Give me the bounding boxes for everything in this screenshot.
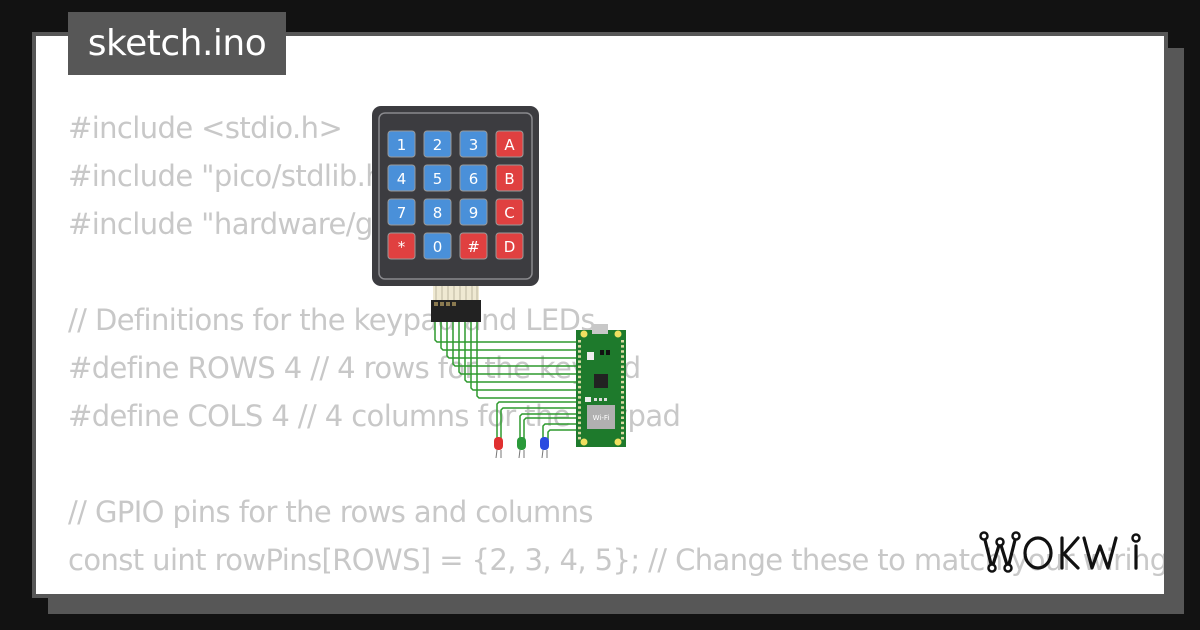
keypad-key — [459, 198, 488, 226]
code-line: #include "pico/stdlib.h" — [68, 159, 396, 193]
svg-text:Wi-Fi: Wi-Fi — [593, 414, 610, 422]
keypad-key — [423, 130, 452, 158]
led-green — [517, 437, 526, 459]
keypad-key — [495, 164, 524, 192]
keypad-key-label: # — [467, 238, 480, 256]
keypad-key-label: 7 — [397, 204, 407, 222]
keypad-connector — [431, 286, 481, 322]
circuit-diagram: 1 2 3 A 4 5 6 B 7 8 9 C * 0 # D — [372, 106, 626, 459]
keypad-key-label: 9 — [469, 204, 479, 222]
preview-card: #include <stdio.h> #include "pico/stdlib.… — [32, 32, 1168, 598]
keypad-key — [423, 198, 452, 226]
code-line: #define COLS 4 // 4 columns for the keyp… — [68, 399, 681, 433]
keypad-key-label: A — [504, 136, 515, 154]
code-line: const uint colPins[COLS] = {6, 7, 8, 9};… — [68, 584, 1164, 594]
leds — [494, 437, 549, 459]
card-body: #include <stdio.h> #include "pico/stdlib.… — [36, 36, 1164, 594]
pico-w-board: Wi-Fi — [576, 324, 626, 447]
keypad-key — [423, 164, 452, 192]
keypad-key-label: 8 — [433, 204, 443, 222]
keypad-key — [495, 130, 524, 158]
keypad-key — [387, 164, 416, 192]
led-red — [494, 437, 503, 459]
keypad-key-label: 4 — [397, 170, 407, 188]
wokwi-logo — [979, 531, 1141, 573]
code-line: // GPIO pins for the rows and columns — [68, 495, 594, 529]
keypad-key-label: * — [398, 238, 406, 256]
keypad-key — [459, 164, 488, 192]
code-preview: #include <stdio.h> #include "pico/stdlib.… — [68, 104, 1164, 594]
keypad-key — [387, 198, 416, 226]
keypad-key-label: D — [504, 238, 516, 256]
keypad-key — [387, 232, 416, 260]
keypad-key-label: 6 — [469, 170, 479, 188]
keypad-4x4: 1 2 3 A 4 5 6 B 7 8 9 C * 0 # D — [372, 106, 539, 286]
keypad-key — [387, 130, 416, 158]
file-title-tab: sketch.ino — [68, 12, 286, 75]
keypad-key-label: 0 — [433, 238, 443, 256]
keypad-key — [459, 130, 488, 158]
keypad-key-label: 5 — [433, 170, 443, 188]
code-line: const uint rowPins[ROWS] = {2, 3, 4, 5};… — [68, 543, 1164, 577]
keypad-key-label: 3 — [469, 136, 479, 154]
keypad-key-label: C — [504, 204, 514, 222]
code-line: #include <stdio.h> — [68, 111, 343, 145]
keypad-key-label: 1 — [397, 136, 407, 154]
keypad-key — [495, 232, 524, 260]
keypad-key — [495, 198, 524, 226]
keypad-key-label: 2 — [433, 136, 443, 154]
keypad-key-label: B — [504, 170, 514, 188]
keypad-key — [423, 232, 452, 260]
keypad-key — [459, 232, 488, 260]
led-blue — [540, 437, 549, 459]
wires — [434, 322, 578, 440]
